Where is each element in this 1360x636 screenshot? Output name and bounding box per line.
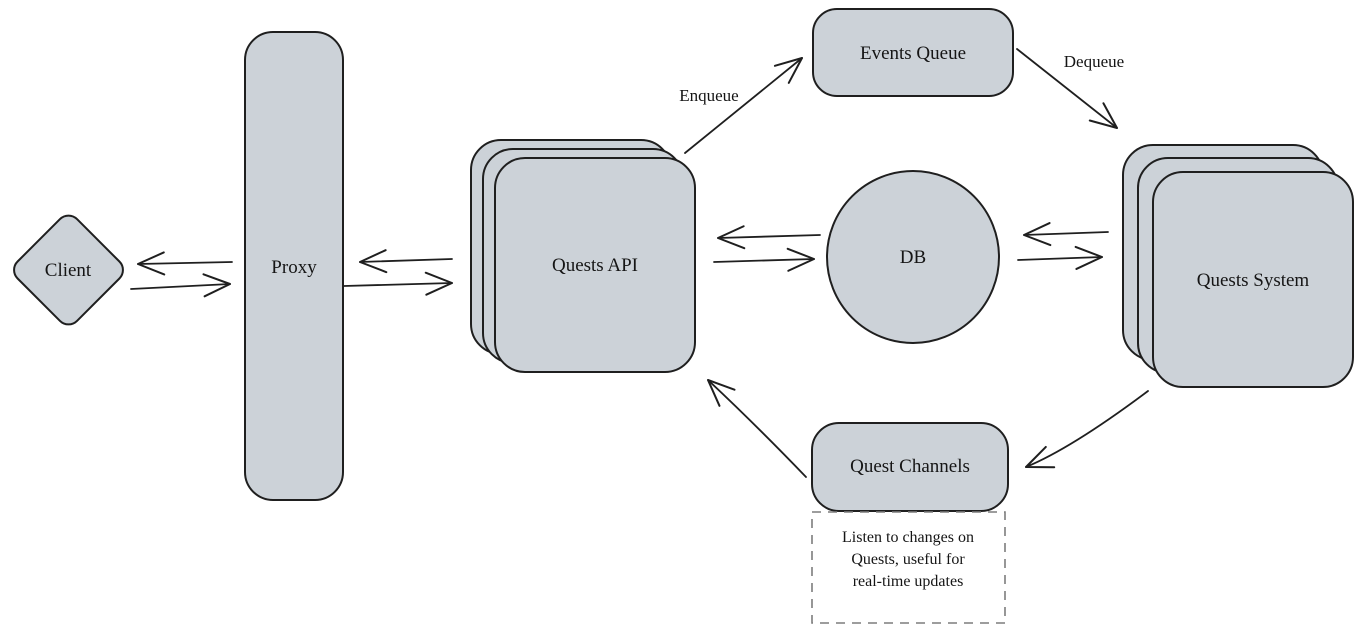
edge-proxy-to-client-arrow	[137, 251, 233, 276]
quests-api-card-front	[494, 157, 696, 373]
note-dashed-border	[811, 511, 1006, 624]
edge-quest-channels-to-quests-api-arrow	[707, 379, 807, 478]
client-label: Client	[45, 260, 92, 281]
note-line-2: Quests, useful for	[851, 551, 965, 568]
edge-enqueue-arrow	[684, 57, 803, 154]
enqueue-label: Enqueue	[679, 86, 738, 105]
node-db: DB	[826, 170, 1000, 344]
node-proxy: Proxy	[244, 31, 344, 501]
node-client: Client	[13, 214, 124, 326]
edge-proxy-to-quests-api-arrow	[343, 271, 453, 296]
note-box: Listen to changes on Quests, useful for …	[811, 511, 1006, 624]
edge-quests-api-to-db-arrow	[713, 247, 815, 272]
edge-db-to-quests-api-arrow	[717, 225, 821, 250]
edges: Enqueue Dequeue	[130, 48, 1149, 478]
edge-quests-api-to-proxy-arrow	[359, 249, 453, 274]
edge-dequeue-arrow	[1016, 48, 1118, 129]
quest-channels-shape	[811, 422, 1009, 512]
note-line-1: Listen to changes on	[842, 529, 974, 546]
db-circle-shape	[826, 170, 1000, 344]
quests-system-card-front	[1152, 171, 1354, 388]
quests-system-label: Quests System	[1197, 270, 1310, 291]
dequeue-label: Dequeue	[1064, 52, 1124, 71]
node-quest-channels: Quest Channels	[811, 422, 1009, 512]
quests-api-label: Quests API	[552, 255, 638, 276]
node-quests-system: Quests System	[1122, 144, 1354, 388]
quest-channels-label: Quest Channels	[850, 456, 970, 477]
edge-client-to-proxy-arrow	[130, 273, 231, 298]
edge-quests-system-to-db-arrow	[1023, 222, 1109, 247]
events-queue-label: Events Queue	[860, 43, 966, 64]
node-events-queue: Events Queue	[812, 8, 1014, 97]
client-diamond-shape	[13, 214, 124, 326]
note-line-3: real-time updates	[853, 573, 964, 590]
proxy-label: Proxy	[271, 257, 317, 278]
edge-db-to-quests-system-arrow	[1017, 245, 1103, 270]
db-label: DB	[900, 247, 926, 268]
node-quests-api: Quests API	[470, 139, 696, 373]
events-queue-shape	[812, 8, 1014, 97]
edge-quests-system-to-quest-channels-arrow	[1025, 390, 1149, 469]
proxy-shape	[244, 31, 344, 501]
